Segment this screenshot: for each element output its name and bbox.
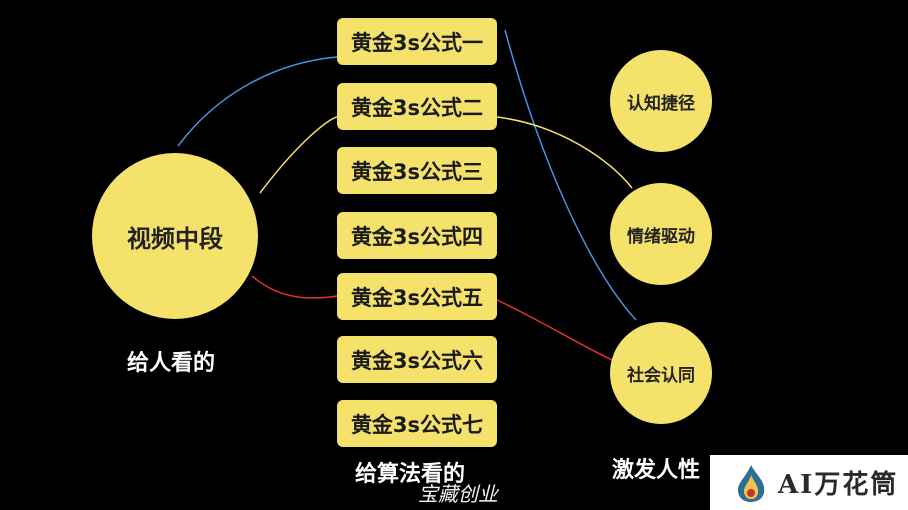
link-red-right <box>496 299 613 361</box>
formula-box-5: 黄金3s公式五 <box>337 273 497 320</box>
formula-box-6: 黄金3s公式六 <box>337 336 497 383</box>
video-middle-node: 视频中段 <box>92 153 258 319</box>
formula-label: 黄金3s公式二 <box>350 95 484 120</box>
video-middle-label: 视频中段 <box>127 224 223 253</box>
cognitive-shortcut-node: 认知捷径 <box>610 50 712 152</box>
flame-logo-icon <box>738 464 765 502</box>
formula-label: 黄金3s公式三 <box>350 159 484 184</box>
brand-name: AI万花筒 <box>778 470 899 500</box>
for-algorithm-caption: 给算法看的 <box>355 462 466 487</box>
link-red-left <box>251 275 338 299</box>
emotion-driven-node: 情绪驱动 <box>610 183 712 285</box>
formula-label: 黄金3s公式六 <box>350 348 484 373</box>
right-node-label: 认知捷径 <box>627 93 695 114</box>
link-yellow-right <box>496 116 633 189</box>
formula-box-7: 黄金3s公式七 <box>337 400 497 447</box>
social-proof-node: 社会认同 <box>610 322 712 424</box>
formula-label: 黄金3s公式五 <box>350 285 484 310</box>
link-yellow-left <box>259 116 338 194</box>
signature-text: 宝藏创业 <box>418 482 498 506</box>
link-blue-left <box>177 56 338 147</box>
right-node-label: 情绪驱动 <box>627 226 695 247</box>
for-people-caption: 给人看的 <box>127 351 216 376</box>
formula-label: 黄金3s公式四 <box>350 224 484 249</box>
formula-box-4: 黄金3s公式四 <box>337 212 497 259</box>
brand-watermark: AI万花筒 <box>710 455 908 510</box>
formula-box-3: 黄金3s公式三 <box>337 147 497 194</box>
stimulate-human-nature-caption: 激发人性 <box>612 458 701 483</box>
formula-label: 黄金3s公式七 <box>350 412 484 437</box>
right-node-label: 社会认同 <box>627 365 695 386</box>
formula-label: 黄金3s公式一 <box>350 30 484 55</box>
link-blue-right <box>504 29 637 321</box>
formula-box-1: 黄金3s公式一 <box>337 18 497 65</box>
formula-box-2: 黄金3s公式二 <box>337 83 497 130</box>
